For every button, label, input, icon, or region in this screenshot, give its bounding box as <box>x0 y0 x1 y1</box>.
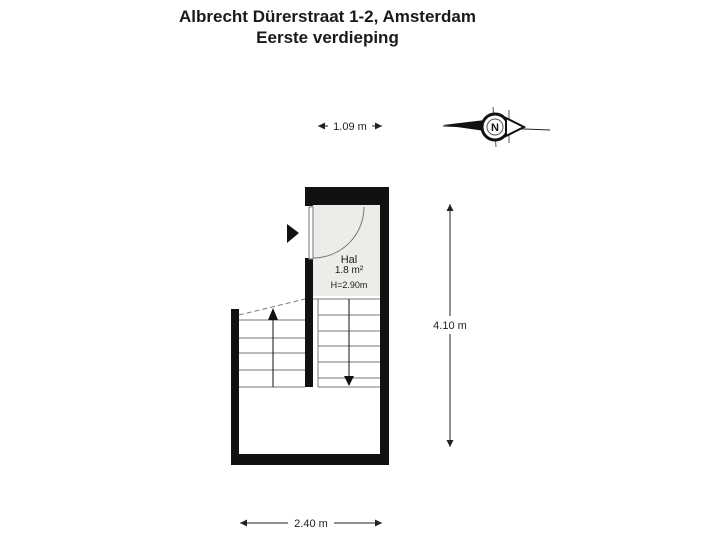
dimension-right-label: 4.10 m <box>433 320 467 332</box>
dimension-top-label: 1.09 m <box>333 121 367 133</box>
stair-right <box>313 298 380 388</box>
dimension-bottom-label: 2.40 m <box>294 518 328 530</box>
door[interactable] <box>308 200 365 260</box>
entrance-marker-icon <box>287 224 299 243</box>
room-height: H=2.90m <box>331 280 368 290</box>
title-block: Albrecht Dürerstraat 1-2, Amsterdam Eers… <box>0 6 655 48</box>
stair-down-arrow-icon <box>344 376 354 386</box>
room-area: 1.8 m² <box>335 265 364 276</box>
room-name: Hal <box>341 254 358 266</box>
floor-title: Eerste verdieping <box>256 28 399 47</box>
compass-letter: N <box>491 122 499 134</box>
address-title: Albrecht Dürerstraat 1-2, Amsterdam <box>179 7 476 26</box>
stair-up-arrow-icon <box>268 308 278 320</box>
hal-room-floor <box>313 205 380 296</box>
landing-floor <box>239 388 380 454</box>
compass-icon <box>442 106 551 148</box>
walls <box>231 187 389 465</box>
